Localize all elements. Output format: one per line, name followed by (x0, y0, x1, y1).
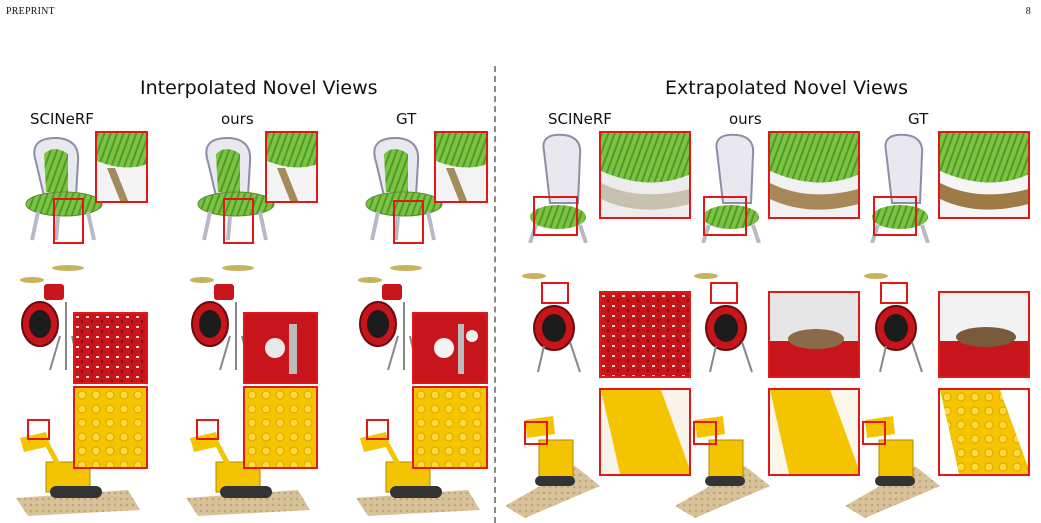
interpolated-title: Interpolated Novel Views (140, 77, 378, 99)
zoom-region-box (693, 421, 717, 445)
drums-inset (768, 291, 860, 378)
col-label-gt-extrap: GT (908, 110, 929, 128)
drums-inset (599, 291, 691, 378)
drums-inset (73, 312, 148, 384)
drums-inset (938, 291, 1030, 378)
chair-ours-interp (190, 132, 320, 242)
chair-inset (599, 131, 691, 219)
lego-inset (73, 386, 148, 469)
running-header: PREPRINT (6, 6, 55, 17)
drums-gt-interp (358, 262, 438, 372)
chair-inset (95, 131, 148, 203)
zoom-region-box (524, 421, 548, 445)
col-label-ours-extrap: ours (729, 110, 762, 128)
zoom-region-box (223, 198, 254, 244)
lego-ours-extrap (675, 406, 770, 518)
zoom-region-box (196, 419, 219, 440)
col-label-gt-interp: GT (396, 110, 417, 128)
zoom-region-box (873, 196, 917, 236)
lego-inset (768, 388, 860, 476)
zoom-region-box (541, 282, 569, 304)
zoom-region-box (880, 282, 908, 304)
lego-inset (599, 388, 691, 476)
drums-gt-extrap (862, 268, 942, 374)
lego-inset (412, 386, 488, 469)
zoom-region-box (53, 198, 84, 244)
zoom-region-box (366, 419, 389, 440)
lego-scinerf-extrap (505, 406, 600, 518)
drums-ours-extrap (692, 268, 772, 374)
zoom-region-box (393, 200, 424, 244)
col-label-ours-interp: ours (221, 110, 254, 128)
drums-inset (243, 312, 318, 384)
extrapolated-title: Extrapolated Novel Views (665, 77, 909, 99)
drums-scinerf-extrap (520, 268, 600, 374)
drums-ours-interp (190, 262, 270, 372)
page-number: 8 (1025, 6, 1031, 17)
zoom-region-box (710, 282, 738, 304)
chair-gt-extrap (862, 133, 952, 243)
chair-inset (265, 131, 318, 203)
zoom-region-box (27, 419, 50, 440)
col-label-scinerf-extrap: SCINeRF (548, 110, 612, 128)
chair-inset (938, 131, 1030, 219)
panel-divider (494, 66, 496, 523)
lego-gt-extrap (845, 406, 940, 518)
zoom-region-box (862, 421, 886, 445)
lego-inset (938, 388, 1030, 476)
zoom-region-box (703, 196, 747, 236)
lego-inset (243, 386, 318, 469)
col-label-scinerf-interp: SCINeRF (30, 110, 94, 128)
chair-inset (768, 131, 860, 219)
drums-scinerf-interp (20, 262, 100, 372)
drums-inset (412, 312, 488, 384)
zoom-region-box (533, 196, 578, 236)
chair-inset (434, 131, 488, 203)
